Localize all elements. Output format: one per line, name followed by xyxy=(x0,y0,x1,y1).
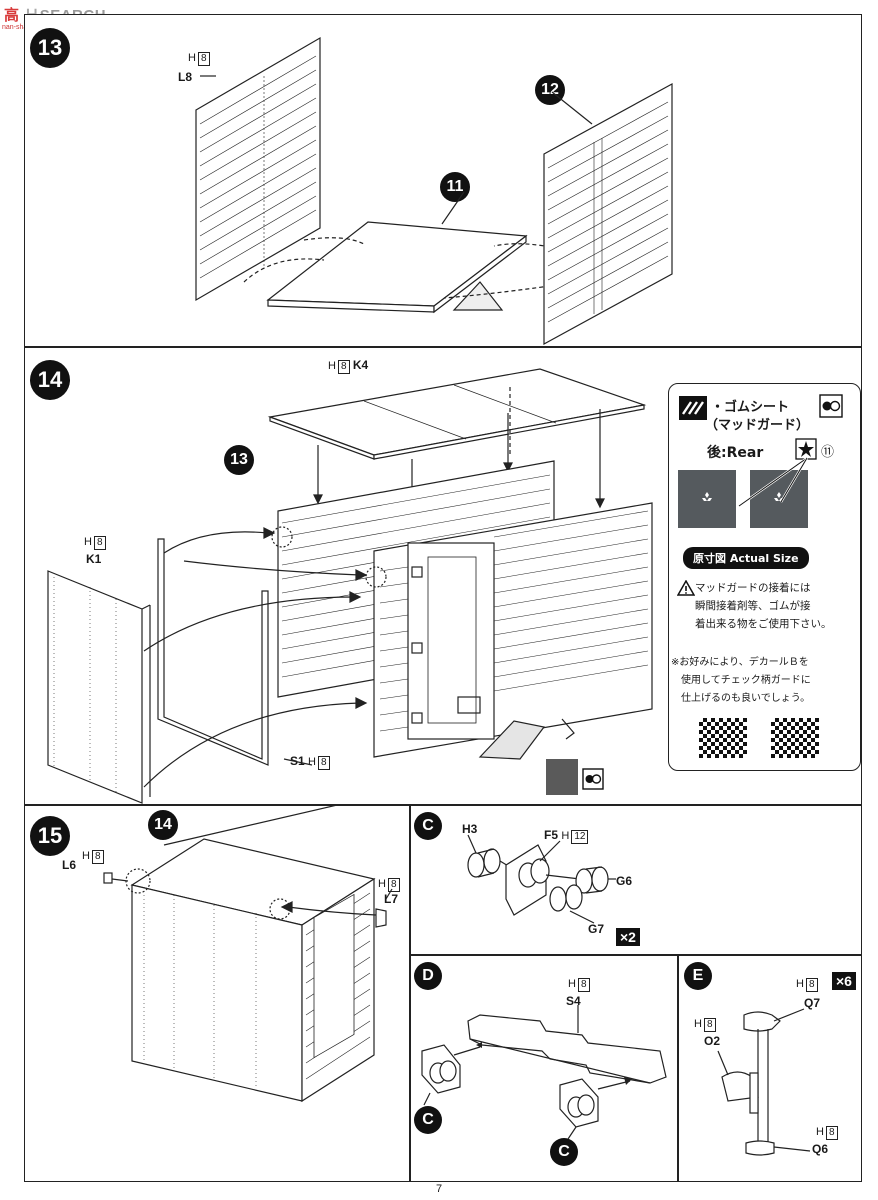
step-14-drawing xyxy=(47,368,653,804)
label-s1: S1 xyxy=(290,754,305,768)
actual-size-pill: 原寸図 Actual Size xyxy=(683,547,809,569)
mitsubishi-logo-icon xyxy=(702,492,712,501)
checkered-decal-left xyxy=(699,718,747,758)
section-e-drawing xyxy=(717,1008,811,1156)
decal-b-icon xyxy=(819,394,843,418)
section-c-badge: C xyxy=(414,812,442,840)
warning-icon xyxy=(677,580,695,596)
panel-title-line2: （マッドガード） xyxy=(705,418,810,433)
multiplier-x2: ×2 xyxy=(616,928,640,946)
note-line1: ※お好みにより、デカールＢを xyxy=(671,657,809,668)
label-q6: Q6 xyxy=(812,1142,829,1156)
ref-badge-14: 14 xyxy=(148,810,178,840)
warning-line3: 着出来る物をご使用下さい。 xyxy=(695,618,832,630)
step-14-badge: 14 xyxy=(30,360,70,400)
label-k4: K4 xyxy=(352,358,369,372)
rear-label: 後:Rear xyxy=(707,445,764,461)
mudflap-swatch xyxy=(546,759,578,795)
ref-badge-13: 13 xyxy=(224,445,254,475)
ref-badge-c-right: C xyxy=(550,1138,578,1166)
ref-num-11: ⑪ xyxy=(821,445,835,460)
label-g6: G6 xyxy=(616,874,633,888)
step-13-drawing xyxy=(195,36,673,346)
mudflap-info-panel: ・ゴムシート （マッドガード） 後:Rear ⑪ 原寸図 Actual Size… xyxy=(668,383,861,771)
label-q7: Q7 xyxy=(804,996,821,1010)
label-h3: H3 xyxy=(462,822,478,836)
label-s4: S4 xyxy=(566,994,581,1008)
panel-title-line1: ・ゴムシート xyxy=(711,400,790,415)
label-l6: L6 xyxy=(62,858,77,872)
pointer-lines xyxy=(738,457,809,507)
warning-line1: マッドガードの接着には xyxy=(695,582,811,594)
ref-badge-12: 12 xyxy=(535,75,565,105)
step-13-badge: 13 xyxy=(30,28,70,68)
label-l8: L8 xyxy=(178,70,193,84)
mudflap-decal-right xyxy=(750,470,808,528)
section-e-badge: E xyxy=(684,962,712,990)
multiplier-x6: ×6 xyxy=(832,972,856,990)
label-o2: O2 xyxy=(704,1034,721,1048)
step-15-badge: 15 xyxy=(30,816,70,856)
section-d-badge: D xyxy=(414,962,442,990)
note-line2: 使用してチェック柄ガードに xyxy=(681,675,811,686)
ref-badge-11: 11 xyxy=(440,172,470,202)
mudflap-decal-left xyxy=(678,470,736,528)
label-k1: K1 xyxy=(86,552,102,566)
sheet-icon xyxy=(679,396,707,420)
page-number: 7 xyxy=(435,1183,443,1195)
decal-b-icon xyxy=(582,768,604,790)
note-line3: 仕上げるのも良いでしょう。 xyxy=(681,693,811,704)
watermark-logo: 高 xyxy=(4,7,20,24)
checkered-decal-right xyxy=(771,718,819,758)
warning-line2: 瞬間接着剤等、ゴムが接 xyxy=(695,600,811,612)
section-d-drawing xyxy=(421,1005,667,1140)
label-g7: G7 xyxy=(588,922,605,936)
label-f5: F5 xyxy=(544,828,559,842)
step-15-drawing xyxy=(103,805,393,1103)
section-c-drawing xyxy=(467,834,616,924)
ref-badge-c-left: C xyxy=(414,1106,442,1134)
